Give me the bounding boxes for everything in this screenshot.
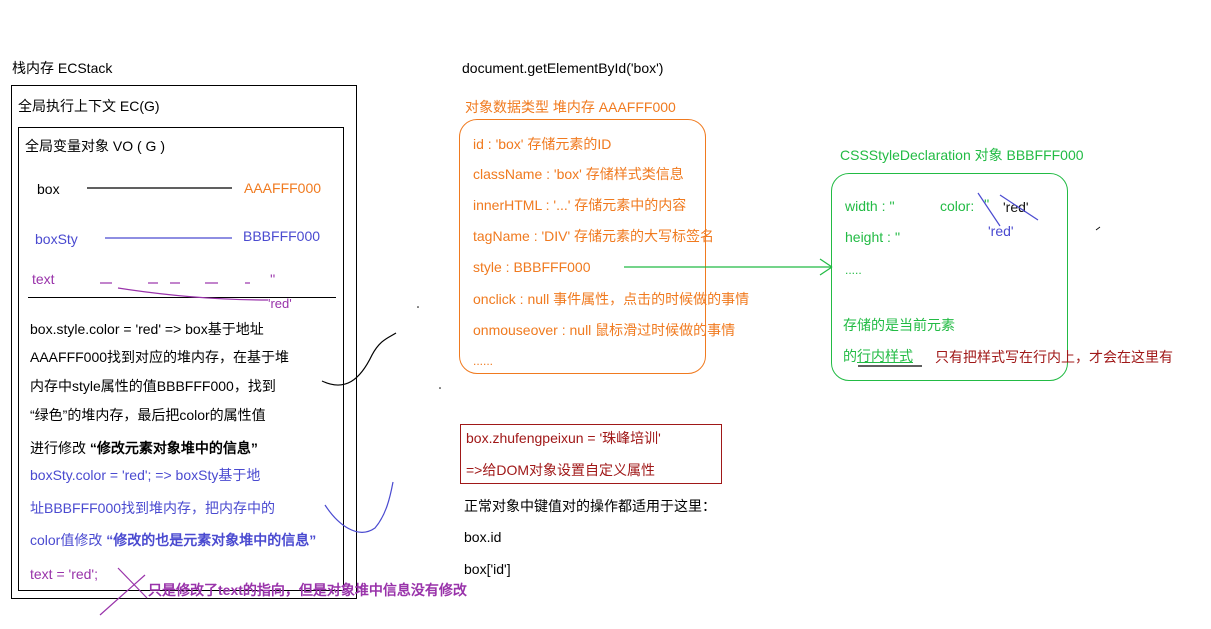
normal-line-2: box['id'] bbox=[464, 561, 511, 577]
custom-attr-box bbox=[460, 424, 722, 484]
heap2-note-2: 的行内样式 bbox=[843, 347, 913, 365]
heap2-label: CSSStyleDeclaration 对象 BBBFFF000 bbox=[840, 147, 1084, 163]
ec-title: 全局执行上下文 EC(G) bbox=[18, 98, 160, 114]
note-text-assign: text = 'red'; bbox=[30, 566, 98, 582]
stack-title: 栈内存 ECStack bbox=[12, 60, 113, 76]
heap2-note-2a: 的 bbox=[843, 348, 857, 364]
heap1-label: 对象数据类型 堆内存 AAAFFF000 bbox=[465, 99, 676, 115]
heap1-prop-id: id : 'box' 存储元素的ID bbox=[473, 136, 612, 152]
note-line-4: “绿色”的堆内存，最后把color的属性值 bbox=[30, 407, 266, 423]
note-line-8: color值修改 “修改的也是元素对象堆中的信息” bbox=[30, 531, 316, 549]
heap1-prop-onmouseover: onmouseover : null 鼠标滑过时候做的事情 bbox=[473, 322, 736, 338]
heap2-prop-width: width : '' bbox=[845, 198, 895, 214]
custom-attr-line-2: =>给DOM对象设置自定义属性 bbox=[466, 462, 656, 478]
heap1-caption: document.getElementById('box') bbox=[462, 60, 664, 76]
note-line-3: 内存中style属性的值BBBFFF000，找到 bbox=[30, 378, 276, 394]
heap2-note-1: 存储的是当前元素 bbox=[843, 317, 955, 333]
heap2-prop-height: height : '' bbox=[845, 229, 901, 245]
heap1-box bbox=[459, 119, 706, 374]
var-boxsty-value: BBBFFF000 bbox=[243, 228, 321, 244]
note-line-6: boxSty.color = 'red'; => boxSty基于地 bbox=[30, 467, 261, 483]
custom-attr-line-1: box.zhufengpeixun = '珠峰培训' bbox=[466, 430, 661, 446]
heap1-prop-style: style : BBBFFF000 bbox=[473, 259, 591, 275]
note-line-8-text: color值修改 bbox=[30, 532, 107, 548]
var-text-new-value: 'red' bbox=[268, 296, 292, 311]
note-line-2: AAAFFF000找到对应的堆内存，在基于堆 bbox=[30, 349, 290, 365]
stray-dot-1 bbox=[417, 306, 419, 308]
note-text-explain: 只是修改了text的指向，但是对象堆中信息没有修改 bbox=[148, 582, 467, 598]
note-line-5-text: 进行修改 bbox=[30, 440, 90, 456]
note-line-1: box.style.color = 'red' => box基于地址 bbox=[30, 321, 264, 337]
heap1-prop-innerhtml: innerHTML : '...' 存储元素中的内容 bbox=[473, 197, 687, 213]
var-boxsty-name: boxSty bbox=[35, 231, 78, 247]
note-line-8-emph: “修改的也是元素对象堆中的信息” bbox=[106, 532, 317, 548]
heap1-prop-onclick: onclick : null 事件属性，点击的时候做的事情 bbox=[473, 291, 750, 307]
normal-title: 正常对象中键值对的操作都适用于这里： bbox=[464, 498, 716, 514]
vo-divider bbox=[28, 297, 336, 298]
var-text-name: text bbox=[32, 271, 55, 287]
heap1-prop-more: ...... bbox=[473, 354, 494, 368]
var-text-old-value: '' bbox=[270, 271, 276, 287]
heap2-color-key: color: bbox=[940, 198, 975, 214]
var-box-value: AAAFFF000 bbox=[244, 180, 322, 196]
note-line-5: 进行修改 “修改元素对象堆中的信息” bbox=[30, 439, 258, 457]
note-line-5-emph: “修改元素对象堆中的信息” bbox=[89, 440, 258, 456]
heap2-note-3: 只有把样式写在行内上，才会在这里有 bbox=[935, 349, 1173, 365]
heap1-prop-classname: className : 'box' 存储样式类信息 bbox=[473, 166, 684, 182]
var-box-name: box bbox=[37, 181, 60, 197]
heap2-box bbox=[831, 173, 1068, 381]
vo-title: 全局变量对象 VO ( G ) bbox=[25, 138, 165, 154]
stray-mark bbox=[1095, 226, 1101, 231]
heap2-color-under: 'red' bbox=[988, 223, 1014, 239]
note-line-7: 址BBBFFF000找到堆内存，把内存中的 bbox=[30, 500, 276, 516]
heap2-color-new: 'red' bbox=[1003, 199, 1029, 215]
heap2-note-2b: 行内样式 bbox=[857, 348, 913, 364]
heap1-prop-tagname: tagName : 'DIV' 存储元素的大写标签名 bbox=[473, 228, 715, 244]
heap2-color-old: '' bbox=[984, 196, 990, 212]
stray-dot-2 bbox=[439, 387, 441, 389]
normal-line-1: box.id bbox=[464, 529, 502, 545]
heap2-prop-more: ..... bbox=[845, 263, 862, 277]
